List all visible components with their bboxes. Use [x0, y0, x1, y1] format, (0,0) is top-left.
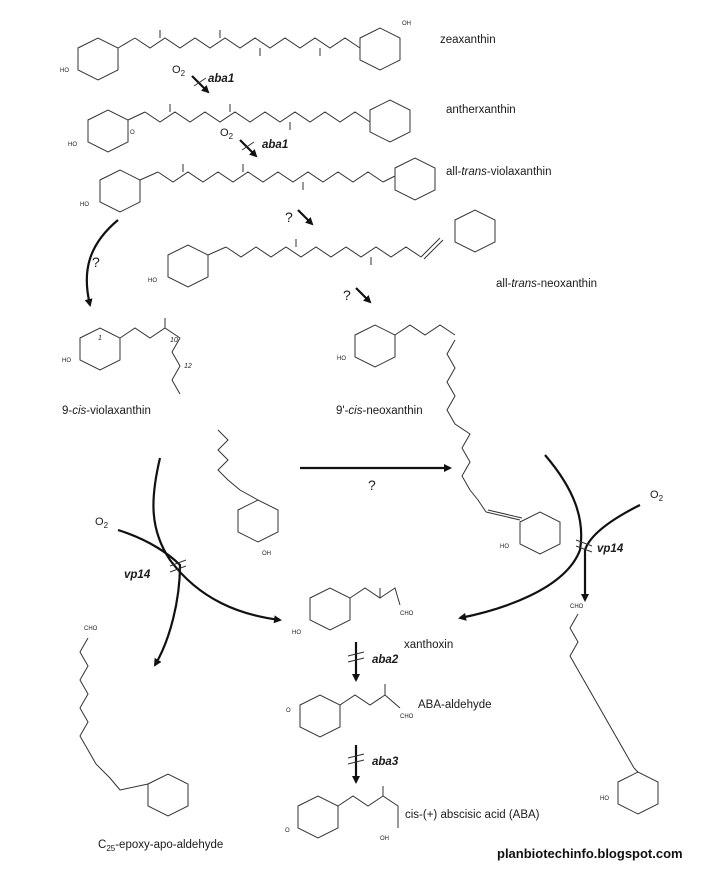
violaxanthin-label: all-trans-violaxanthin [446, 166, 552, 178]
arrow-viol-cisviol [84, 219, 119, 307]
aba-label: cis-(+) abscisic acid (ABA) [405, 809, 540, 821]
zeaxanthin-oh: HO [60, 68, 69, 74]
aba-o: O [285, 828, 290, 834]
aba-aldehyde-structure [299, 684, 401, 738]
violaxanthin-oh: HO [80, 202, 89, 208]
zeaxanthin-label: zeaxanthin [440, 34, 496, 46]
enzyme-aba3: aba3 [372, 756, 399, 768]
neoxanthin-structure [167, 209, 496, 288]
cis-neoxanthin-oh: HO [337, 356, 346, 362]
center-fragment [217, 429, 279, 543]
svg-text:12: 12 [184, 363, 192, 370]
unknown-step-4: ? [368, 477, 376, 493]
cis-violaxanthin-structure [79, 318, 181, 395]
cis-neoxanthin-label: 9'-cis-neoxanthin [336, 405, 423, 417]
arrow-right-to-apo [581, 504, 641, 602]
cis-neoxanthin-oh-low: HO [500, 544, 509, 550]
arrow-right-to-xanthoxin [458, 454, 583, 621]
svg-text:10: 10 [170, 337, 178, 344]
unknown-step-3: ? [92, 254, 100, 270]
enzyme-vp14-right: vp14 [597, 543, 624, 555]
unknown-step-2: ? [343, 287, 351, 303]
o2-label-2: O2 [220, 127, 234, 141]
o2-label-1: O2 [172, 64, 186, 78]
arrow-viol-neo [297, 209, 314, 226]
zeaxanthin-structure [77, 27, 401, 81]
c25-structure [79, 637, 189, 817]
zeaxanthin-oh-right: OH [402, 21, 411, 27]
violaxanthin-structure [99, 157, 436, 213]
unknown-step-1: ? [285, 209, 293, 225]
o2-label-right: O2 [650, 489, 664, 503]
right-apo-oh: HO [600, 796, 609, 802]
svg-text:1: 1 [98, 335, 102, 342]
cis-neoxanthin-structure [354, 324, 561, 555]
c25-label: C25-epoxy-apo-aldehyde [98, 839, 223, 853]
xanthoxin-structure [309, 587, 401, 631]
arrow-anth-viol [239, 139, 258, 158]
arrow-zea-anth [191, 75, 210, 94]
right-apo-cho: CHO [570, 604, 584, 610]
aba-oh: OH [380, 836, 389, 842]
neoxanthin-oh: HO [148, 278, 157, 284]
arrow-neo-cisneo [355, 287, 372, 304]
neoxanthin-label: all-trans-neoxanthin [496, 278, 597, 290]
antheraxanthin-label: antherxanthin [446, 104, 516, 116]
antheraxanthin-oh: HO [68, 142, 77, 148]
c25-cho: CHO [84, 626, 98, 632]
arrow-left-to-c25 [117, 528, 182, 667]
enzyme-aba1-b: aba1 [262, 139, 288, 151]
enzyme-aba2: aba2 [372, 654, 399, 666]
enzyme-aba1-a: aba1 [208, 73, 234, 85]
arrow-left-to-xanthoxin [152, 457, 282, 624]
antheraxanthin-epoxy: O [130, 130, 135, 136]
aba-aldehyde-label: ABA-aldehyde [418, 699, 492, 711]
cis-violaxanthin-label: 9-cis-violaxanthin [62, 405, 151, 417]
xanthoxin-oh: HO [292, 630, 301, 636]
o2-label-left: O2 [95, 516, 109, 530]
xanthoxin-label: xanthoxin [404, 639, 453, 651]
enzyme-vp14-left: vp14 [124, 569, 151, 581]
aba-aldehyde-o: O [286, 708, 291, 714]
cis-violaxanthin-oh: HO [62, 358, 71, 364]
xanthoxin-cho: CHO [400, 611, 414, 617]
aba-aldehyde-cho: CHO [400, 714, 414, 720]
right-apo-structure [569, 613, 659, 815]
aba-structure [297, 786, 399, 839]
antheraxanthin-structure [87, 99, 411, 153]
svg-text:OH: OH [262, 551, 271, 557]
watermark: planbiotechinfo.blogspot.com [497, 846, 683, 861]
